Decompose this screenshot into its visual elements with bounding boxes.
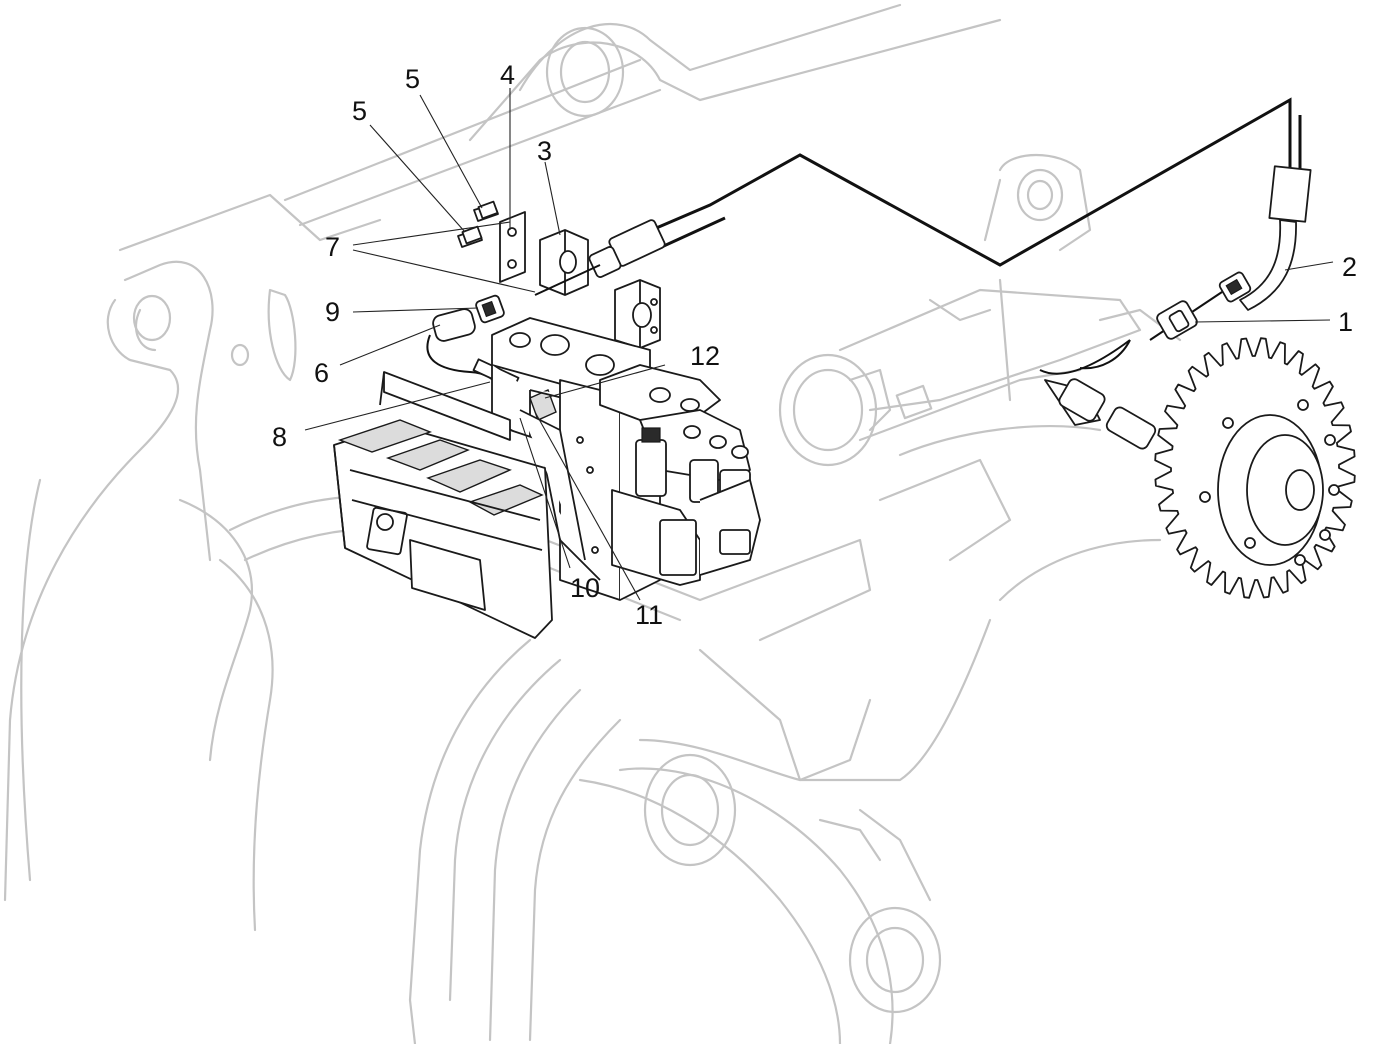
valve-block	[491, 317, 761, 601]
fittings-right	[1039, 271, 1252, 450]
callout-3: 3	[537, 136, 552, 166]
callout-2: 2	[1342, 252, 1357, 282]
callout-4: 4	[500, 60, 515, 90]
callout-1: 1	[1338, 307, 1353, 337]
leader-lines	[304, 88, 1334, 601]
callout-10: 10	[570, 573, 600, 603]
callout-12: 12	[690, 341, 720, 371]
bracket-assembly	[457, 200, 666, 349]
callout-labels: 1 2 3 4 5 5 6 7 8 9 10 11 12	[272, 60, 1357, 630]
callout-8: 8	[272, 422, 287, 452]
pipe-run	[639, 97, 1312, 341]
callout-5b: 5	[352, 96, 367, 126]
callout-6: 6	[314, 358, 329, 388]
callout-9: 9	[325, 297, 340, 327]
callout-11: 11	[635, 600, 663, 630]
control-unit	[333, 419, 553, 639]
callout-7: 7	[325, 232, 340, 262]
drive-sprocket	[1154, 337, 1356, 599]
chassis-frame	[3, 3, 1182, 1044]
callout-5a: 5	[405, 64, 420, 94]
